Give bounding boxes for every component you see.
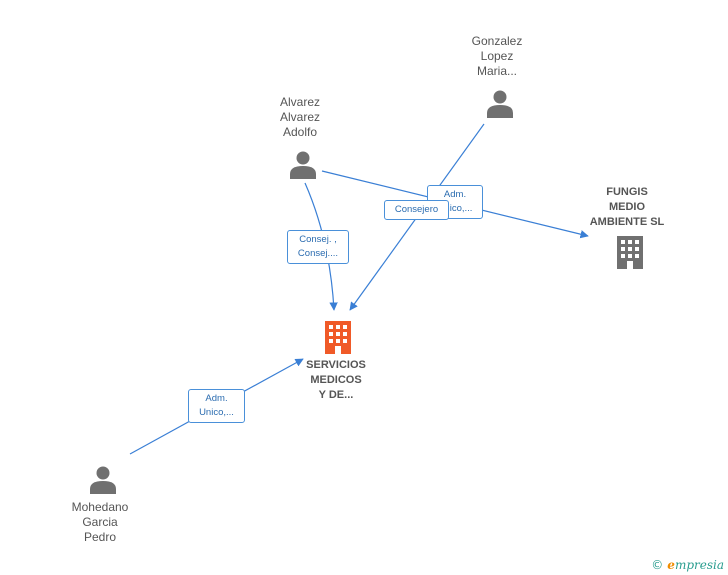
company-label-line: Y DE... (318, 389, 354, 401)
company-label-line: FUNGIS (606, 186, 648, 198)
main-company-label: SERVICIOS MEDICOS Y DE... (276, 358, 396, 403)
brand-initial: e (667, 558, 675, 572)
brand-name: mpresia (674, 558, 724, 572)
company-label-line: AMBIENTE SL (589, 216, 665, 228)
relation-label-alvarez-servicios[interactable]: Consej. , Consej.... (287, 230, 349, 264)
person-label-line: Pedro (83, 530, 117, 544)
person-node-mohedano[interactable]: Mohedano Garcia Pedro (40, 500, 160, 545)
relation-label-gonzalez-servicios[interactable]: Consejero (384, 200, 449, 220)
company-node-fungis[interactable]: FUNGIS MEDIO AMBIENTE SL (567, 185, 687, 230)
person-label-line: Alvarez (279, 95, 320, 109)
relation-label-line: Unico,... (199, 407, 234, 418)
person-label-line: Alvarez (279, 110, 320, 124)
relation-label-line: Adm. (443, 189, 467, 200)
person-label-line: Garcia (82, 515, 118, 529)
relation-label-mohedano-servicios[interactable]: Adm. Unico,... (188, 389, 245, 423)
person-icon[interactable] (485, 88, 515, 118)
person-label-gonzalez: Gonzalez Lopez Maria... (437, 34, 557, 79)
relation-label-line: Unico,... (437, 203, 473, 214)
person-label-mohedano: Mohedano Garcia Pedro (40, 500, 160, 545)
person-icon[interactable] (88, 464, 118, 494)
company-label-fungis: FUNGIS MEDIO AMBIENTE SL (567, 185, 687, 230)
relation-label-alvarez-fungis[interactable]: Adm. Unico,... (427, 185, 483, 219)
building-icon[interactable] (614, 235, 646, 270)
person-label-line: Gonzalez (471, 34, 523, 48)
person-label-line: Mohedano (71, 500, 129, 514)
main-company-node-servicios[interactable]: SERVICIOS MEDICOS Y DE... (276, 358, 396, 403)
relation-label-line: Consej.... (297, 248, 339, 259)
person-icon[interactable] (288, 149, 318, 179)
person-label-line: Maria... (476, 64, 517, 78)
company-label-line: MEDICOS (310, 374, 362, 386)
person-node-gonzalez[interactable]: Gonzalez Lopez Maria... (437, 34, 557, 79)
copyright-symbol: © (651, 558, 664, 572)
person-label-alvarez: Alvarez Alvarez Adolfo (240, 95, 360, 140)
company-label-line: SERVICIOS (306, 359, 366, 371)
person-node-alvarez[interactable]: Alvarez Alvarez Adolfo (240, 95, 360, 140)
person-label-line: Adolfo (282, 125, 318, 139)
empresia-watermark: ©empresia (651, 558, 724, 572)
person-label-line: Lopez (480, 49, 514, 63)
relation-label-line: Consej. , (299, 234, 337, 245)
main-company-building-icon[interactable] (322, 320, 354, 355)
company-label-line: MEDIO (608, 201, 646, 213)
relation-label-line: Adm. (205, 393, 228, 404)
relation-label-line: Consejero (394, 204, 439, 215)
